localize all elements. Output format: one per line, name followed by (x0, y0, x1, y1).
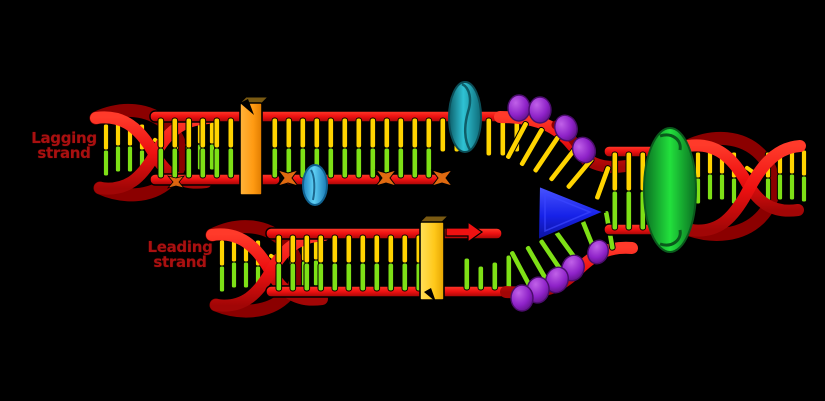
ssb-protein (507, 94, 531, 122)
lagging-strand-duplex (89, 103, 632, 202)
lagging-strand-label-line2: strand (37, 144, 91, 162)
leading-base-pairs (275, 234, 513, 292)
helicase[interactable] (536, 184, 607, 242)
leading-direction-arrow (445, 220, 484, 244)
lagging-strand-label: Lagging strand (24, 131, 104, 161)
okazaki-junctions (166, 169, 454, 189)
parent-helix-right (681, 131, 808, 241)
ssb-protein (528, 96, 552, 124)
sliding-clamp[interactable] (448, 81, 482, 153)
leading-helix-left (205, 220, 330, 318)
leading-strand-duplex (205, 210, 638, 318)
parent-duplex-right (603, 131, 808, 241)
ssb-proteins[interactable] (507, 94, 612, 312)
lagging-strand-label-line1: Lagging (31, 129, 97, 147)
ssb-protein (544, 266, 570, 294)
leading-strand-label-line2: strand (153, 253, 207, 271)
primase[interactable] (302, 164, 328, 206)
lagging-polymerase[interactable] (238, 96, 270, 196)
ssb-protein (510, 284, 534, 312)
topoisomerase[interactable] (643, 127, 697, 253)
leading-polymerase[interactable] (418, 215, 450, 302)
ssb-protein (587, 239, 609, 265)
ssb-protein (554, 114, 578, 142)
leading-strand-label: Leading strand (140, 240, 220, 270)
leading-strand-label-line1: Leading (147, 238, 213, 256)
ssb-protein (571, 136, 597, 164)
